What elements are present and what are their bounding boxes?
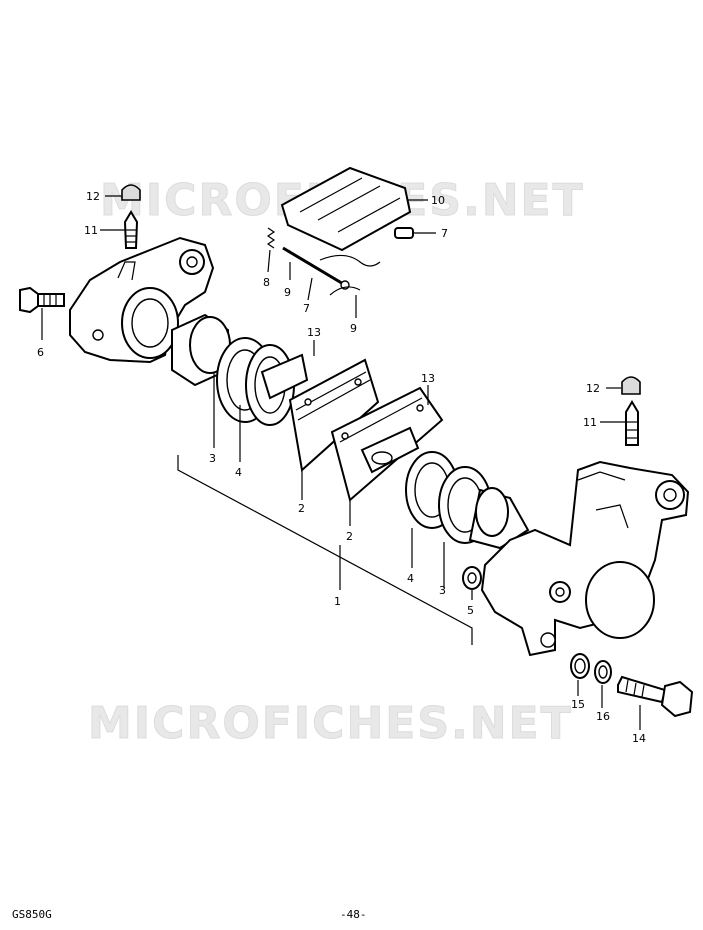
mounting-bolt-14 (617, 675, 694, 718)
assembly-bracket-1 (177, 455, 473, 645)
callout-12-left: 12 (86, 190, 100, 203)
callout-6: 6 (37, 346, 44, 359)
right-pad-shim (360, 426, 420, 474)
callout-9-left: 9 (284, 286, 291, 299)
callout-11-right: 11 (583, 416, 597, 429)
callout-16: 16 (596, 710, 610, 723)
callout-3-left: 3 (209, 452, 216, 465)
left-bleeder-screw (123, 210, 139, 249)
callout-14: 14 (632, 732, 646, 745)
callout-7-right: 7 (441, 227, 448, 240)
callout-4-right: 4 (407, 572, 414, 585)
callout-13-right: 13 (421, 372, 435, 385)
left-pad-shim (260, 353, 309, 400)
callout-10: 10 (431, 194, 445, 207)
pad-pin-7 (282, 246, 350, 290)
left-brake-pad (288, 358, 380, 472)
callout-7-lower: 7 (303, 302, 310, 315)
o-ring-5 (462, 566, 482, 590)
left-bleeder-cap (121, 184, 141, 201)
pad-pin-7-right (394, 227, 414, 239)
callout-2-right: 2 (346, 530, 353, 543)
right-bleeder-cap (621, 376, 641, 395)
washer-16 (594, 660, 612, 684)
callout-11-left: 11 (84, 224, 98, 237)
callout-4-left: 4 (235, 466, 242, 479)
callout-3-right: 3 (439, 584, 446, 597)
left-caliper-half (69, 236, 215, 364)
callout-13-left: 13 (307, 326, 321, 339)
watermark-bottom: MICROFICHES.NET (88, 698, 573, 749)
right-caliper-half (480, 460, 690, 657)
callout-5: 5 (467, 604, 474, 617)
callout-9-right: 9 (350, 322, 357, 335)
pad-spring-cover (280, 166, 412, 252)
footer-page-number: -48- (340, 908, 367, 921)
callout-8: 8 (263, 276, 270, 289)
callout-15: 15 (571, 698, 585, 711)
callout-1: 1 (334, 595, 341, 608)
washer-15 (570, 653, 590, 679)
callout-12-right: 12 (586, 382, 600, 395)
right-bleeder-screw (625, 400, 639, 446)
callout-2-left: 2 (298, 502, 305, 515)
spring-9 (319, 254, 381, 296)
footer-model: GS850G (12, 908, 52, 921)
mounting-bolt-6 (19, 286, 65, 314)
clip-8 (266, 227, 276, 249)
